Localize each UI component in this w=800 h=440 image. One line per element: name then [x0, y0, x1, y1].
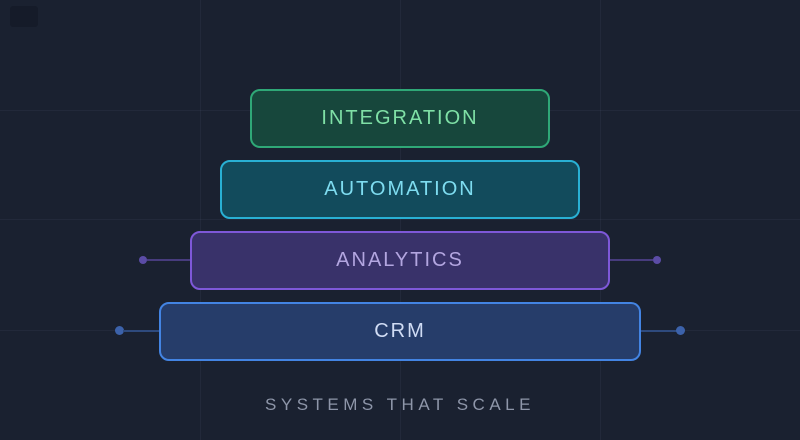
grid-line-vertical: [200, 0, 201, 440]
analytics-left-connector-dot: [139, 256, 147, 264]
layer-crm: CRM: [159, 302, 641, 361]
grid-line-vertical: [600, 0, 601, 440]
layer-crm-label: CRM: [374, 320, 426, 342]
corner-artifact: [10, 6, 38, 27]
crm-left-connector-line: [123, 330, 159, 332]
layer-analytics: ANALYTICS: [190, 231, 610, 290]
crm-right-connector-line: [641, 330, 677, 332]
footer-caption: SYSTEMS THAT SCALE: [265, 395, 535, 414]
grid-line-horizontal: [0, 219, 800, 220]
grid-line-vertical: [400, 0, 401, 440]
layer-automation: AUTOMATION: [220, 160, 580, 219]
analytics-right-connector-dot: [653, 256, 661, 264]
layer-automation-label: AUTOMATION: [324, 178, 476, 200]
analytics-right-connector-line: [610, 259, 653, 261]
layer-integration-label: INTEGRATION: [321, 107, 479, 129]
crm-left-connector-dot: [115, 326, 124, 335]
crm-right-connector-dot: [676, 326, 685, 335]
layer-analytics-label: ANALYTICS: [336, 249, 464, 271]
analytics-left-connector-line: [147, 259, 190, 261]
layer-integration: INTEGRATION: [250, 89, 550, 148]
